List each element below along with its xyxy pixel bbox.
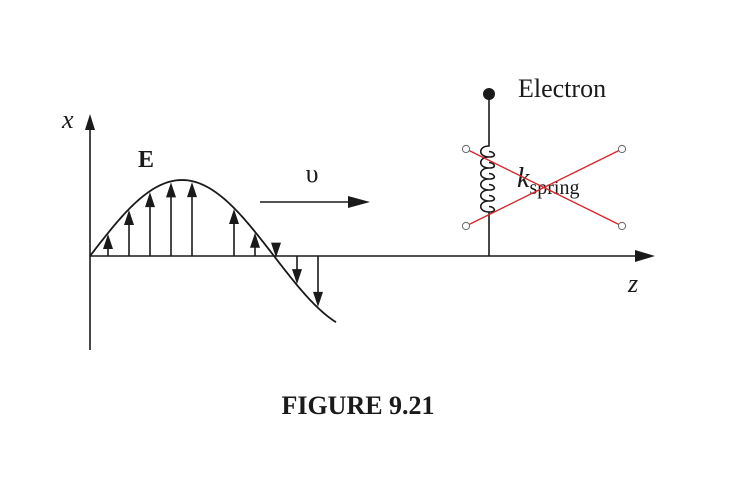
z-axis-label: z	[627, 269, 638, 298]
field-arrowhead	[250, 232, 260, 248]
spring-constant-subscript: spring	[529, 177, 579, 199]
cross-out-line-2	[465, 148, 623, 227]
figure-caption: FIGURE 9.21	[281, 391, 434, 420]
field-arrowhead	[103, 234, 113, 250]
field-arrowhead	[313, 291, 323, 307]
velocity-label: υ	[306, 159, 319, 188]
spring-constant-symbol: k	[517, 163, 530, 194]
field-arrowhead	[187, 182, 197, 198]
spring-coil	[479, 140, 496, 216]
field-arrowhead	[229, 209, 239, 225]
x-axis-arrowhead	[85, 114, 95, 130]
field-arrowhead	[124, 210, 134, 226]
handle-top-right[interactable]	[617, 144, 627, 154]
x-axis-label: x	[61, 105, 74, 134]
field-arrowhead	[166, 182, 176, 198]
handle-top-left[interactable]	[461, 144, 471, 154]
field-arrowhead	[145, 192, 155, 208]
field-arrowhead	[271, 242, 281, 258]
field-label: E	[138, 147, 154, 173]
field-vector-arrows	[103, 182, 323, 307]
velocity-arrowhead	[348, 196, 370, 208]
electron-label: Electron	[518, 74, 606, 103]
z-axis-arrowhead	[635, 250, 655, 262]
handle-bottom-right[interactable]	[617, 221, 627, 231]
electric-field-wave	[89, 179, 337, 324]
handle-bottom-left[interactable]	[461, 221, 471, 231]
field-arrowhead	[292, 269, 302, 285]
spring-constant-label: kspring	[517, 163, 579, 199]
